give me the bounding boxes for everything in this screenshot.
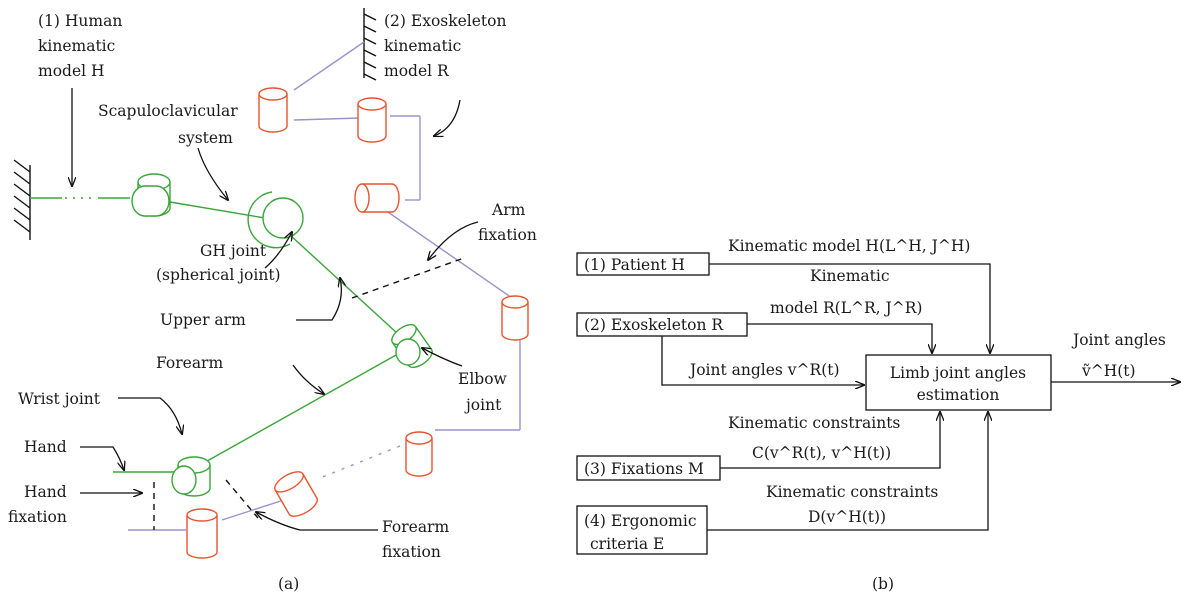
human-chain	[30, 197, 411, 473]
arm-fixation-label-2: fixation	[478, 226, 537, 244]
panel-b: (1) Patient H (2) Exoskeleton R (3) Fixa…	[576, 237, 1180, 593]
gh-joint-label-1: GH joint	[200, 242, 267, 260]
kin-model-r-label-1: Kinematic	[810, 267, 890, 285]
fixations-box	[576, 455, 721, 481]
panel-a-caption: (a)	[278, 575, 299, 593]
patient-box-label: (1) Patient H	[584, 256, 685, 274]
exo-joint-2-icon	[357, 97, 387, 143]
wrist-joint-label: Wrist joint	[18, 390, 101, 408]
gh-joint-icon	[247, 191, 304, 249]
fixation-lines	[153, 257, 465, 530]
exo-joint-5-icon	[405, 431, 433, 477]
ergo-box-label-2: criteria E	[590, 535, 664, 553]
exo-joint-4-icon	[501, 295, 529, 341]
exo-box-label: (2) Exoskeleton R	[584, 316, 724, 334]
upper-arm-label: Upper arm	[160, 311, 246, 329]
human-model-label-3: model H	[38, 62, 105, 80]
hand-label: Hand	[24, 438, 67, 456]
kin-model-h-label: Kinematic model H(L^H, J^H)	[728, 237, 970, 255]
scapulo-label-1: Scapuloclavicular	[98, 102, 238, 120]
elbow-joint-label-2: joint	[464, 396, 502, 414]
exo-base-ground-icon	[363, 8, 377, 81]
panel-b-connectors	[661, 263, 1180, 531]
pointer-arrows	[72, 88, 479, 531]
panel-b-boxes	[576, 252, 1052, 555]
panel-a: (1) Human kinematic model H (2) Exoskele…	[8, 8, 537, 593]
ergo-box-label-1: (4) Ergonomic	[584, 512, 697, 530]
joint-angles-out-label-2: ṽ^H(t)	[1081, 362, 1136, 380]
exo-joint-3-icon	[354, 183, 400, 213]
exo-joint-7-icon	[186, 508, 218, 559]
gh-joint-label-2: (spherical joint)	[156, 266, 281, 284]
hand-fixation-label-2: fixation	[8, 508, 67, 526]
panel-a-labels: (1) Human kinematic model H (2) Exoskele…	[8, 12, 537, 593]
estimation-box	[865, 354, 1052, 411]
human-base-ground-icon	[13, 159, 31, 240]
wrist-joint-icon	[171, 456, 211, 497]
scapulo-label-2: system	[178, 129, 233, 147]
forearm-fixation-label-2: fixation	[382, 543, 441, 561]
human-model-label-1: (1) Human	[38, 12, 122, 30]
joint-angles-out-label-1: Joint angles	[1071, 331, 1166, 349]
exo-chain	[128, 41, 521, 531]
panel-b-caption: (b)	[872, 575, 894, 593]
fixations-box-label: (3) Fixations M	[584, 460, 704, 478]
exo-joint-1-icon	[258, 87, 288, 133]
exo-joint-6-icon	[274, 471, 318, 517]
scapulo-joint-icon	[131, 173, 171, 217]
estimation-box-label-2: estimation	[917, 386, 1000, 404]
arm-fixation-label-1: Arm	[491, 201, 526, 219]
ergo-box	[576, 505, 708, 555]
exo-model-label-1: (2) Exoskeleton	[384, 12, 506, 30]
hand-fixation-label-1: Hand	[24, 483, 67, 501]
human-model-label-2: kinematic	[38, 37, 115, 55]
forearm-label: Forearm	[156, 354, 223, 372]
estimation-box-label-1: Limb joint angles	[890, 364, 1026, 382]
kin-constraints-1-label-1: Kinematic constraints	[728, 414, 900, 432]
kin-model-r-label-2: model R(L^R, J^R)	[770, 299, 922, 317]
exo-joints	[186, 87, 529, 559]
kin-constraints-2-label-1: Kinematic constraints	[766, 483, 938, 501]
kin-constraints-2-label-2: D(v^H(t))	[808, 508, 886, 526]
forearm-fixation-label-1: Forearm	[382, 518, 449, 536]
panel-b-labels: (1) Patient H (2) Exoskeleton R (3) Fixa…	[584, 237, 1166, 593]
exo-model-label-3: model R	[384, 62, 450, 80]
kin-constraints-1-label-2: C(v^R(t), v^H(t))	[752, 444, 891, 462]
joint-angles-r-label: Joint angles v^R(t)	[688, 361, 840, 379]
exo-model-label-2: kinematic	[384, 37, 461, 55]
elbow-joint-icon	[391, 323, 433, 369]
elbow-joint-label-1: Elbow	[458, 370, 508, 388]
